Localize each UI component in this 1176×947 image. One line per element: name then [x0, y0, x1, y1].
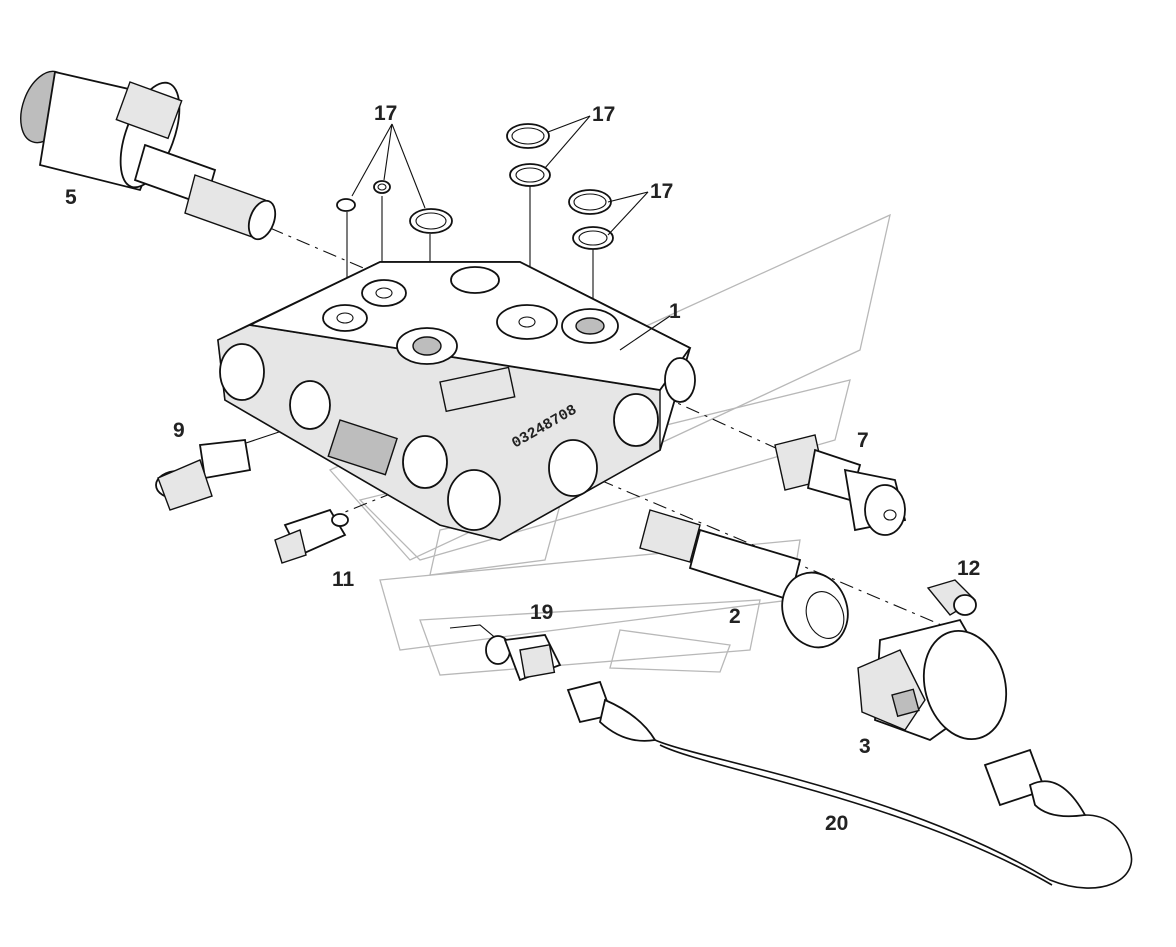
solenoid-cartridge-part-2 [639, 509, 849, 649]
cable-harness-part-20 [566, 680, 1133, 889]
coil-part-3 [857, 618, 1008, 742]
callout-7: 7 [857, 429, 869, 452]
leader-lines [351, 115, 671, 351]
callout-17-right: 17 [650, 180, 673, 203]
plug-part-9 [155, 439, 252, 511]
callout-3: 3 [859, 735, 871, 758]
callout-5: 5 [65, 186, 77, 209]
callout-17-middle: 17 [592, 103, 615, 126]
callout-20: 20 [825, 812, 848, 835]
callout-19: 19 [530, 601, 553, 624]
seal-rings-part-17 [336, 123, 614, 250]
valve-block-part-1: 03248708 [217, 261, 696, 541]
connector-part-19 [449, 624, 562, 682]
callout-9: 9 [173, 419, 185, 442]
callout-1: 1 [669, 300, 681, 323]
screw-part-12 [926, 579, 977, 616]
pressure-switch-part-11 [274, 508, 349, 564]
solenoid-valve-part-5 [20, 70, 277, 241]
callout-11: 11 [332, 568, 355, 591]
callout-2: 2 [729, 605, 741, 628]
callout-labels: 1 2 3 5 7 9 11 12 17 17 17 19 20 [65, 102, 980, 835]
callout-12: 12 [957, 557, 980, 580]
callout-17-left: 17 [374, 102, 397, 125]
cartridge-valve-part-7 [774, 434, 907, 536]
